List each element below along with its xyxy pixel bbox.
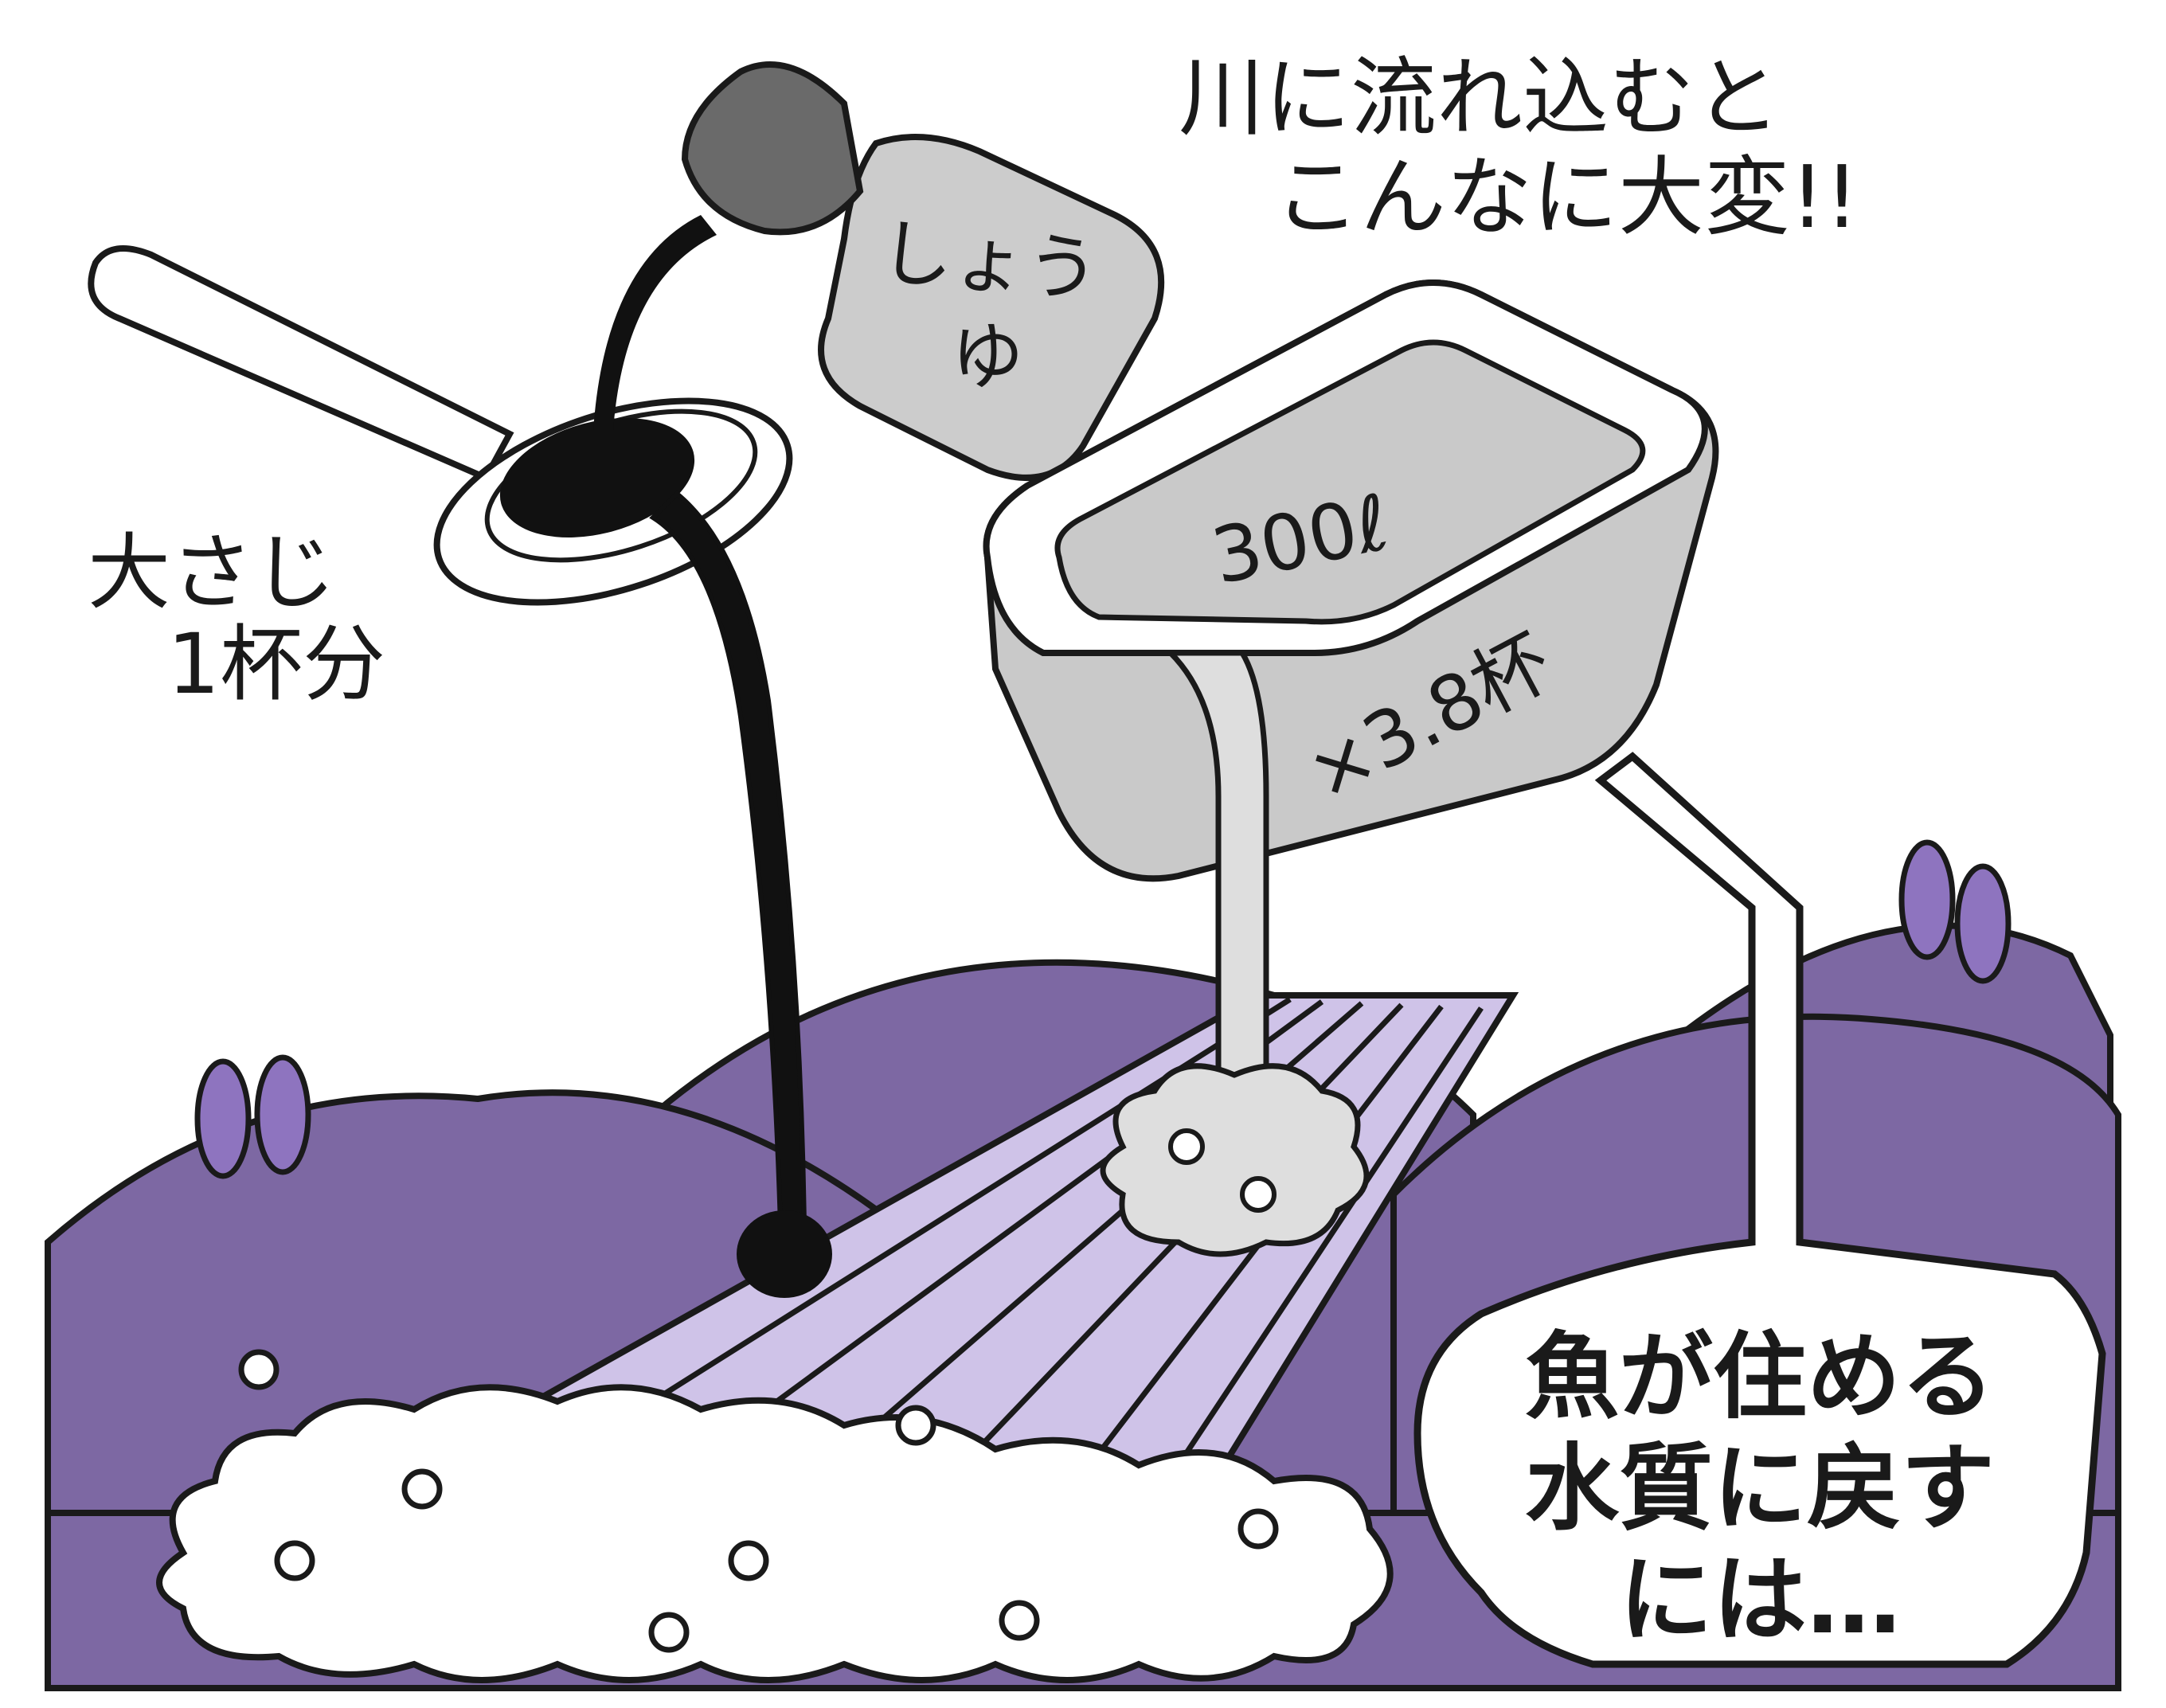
bubble-dot	[895, 1405, 936, 1446]
tree-right-2	[1954, 863, 2012, 984]
bubble-line2: 水質に戻す	[1525, 1433, 1995, 1543]
tree-left-1	[194, 1058, 252, 1179]
spoon-label-line1: 大さじ	[88, 524, 336, 621]
tub-splash	[1100, 1063, 1370, 1257]
bubble-dot	[999, 1600, 1040, 1641]
bottle-body	[818, 134, 1165, 481]
bubble-dot	[401, 1468, 443, 1510]
bubble-line3: には…	[1619, 1545, 1901, 1655]
splash-dot	[1168, 1128, 1205, 1165]
bubble-dot	[274, 1540, 315, 1581]
bubble-dot	[1237, 1508, 1279, 1550]
splash-dot	[1240, 1176, 1277, 1213]
tree-left-2	[254, 1054, 311, 1175]
river-line	[1144, 1006, 1484, 1515]
spoon-label-line2: 1杯分	[167, 616, 385, 713]
foam	[156, 1349, 1394, 1683]
soy-in-spoon	[499, 418, 695, 537]
speech-bubble: 魚が住める 水質に戻す には…	[1413, 752, 2106, 1668]
bubble-dot	[238, 1349, 280, 1390]
bubble-dot	[728, 1540, 769, 1581]
tree-right-1	[1898, 839, 1956, 960]
bottle-cap	[681, 61, 864, 236]
bottle-label-line1: しょう	[877, 209, 1103, 314]
river-line	[937, 1003, 1404, 1491]
soy-bottle: しょう ゆ	[681, 61, 1165, 481]
soy-pour	[593, 215, 717, 430]
bottle-label-line2: ゆ	[951, 315, 1024, 400]
soy-splash	[737, 1210, 832, 1298]
bubble-line1: 魚が住める	[1525, 1322, 1995, 1432]
tub-inner	[1054, 339, 1646, 625]
bathtub: 300ℓ ×3.8杯	[983, 279, 1719, 882]
river-line	[1057, 1004, 1444, 1507]
speech-bubble-shape	[1413, 752, 2106, 1668]
trees	[194, 839, 2012, 1179]
caption-line2: こんなに大変!!	[1274, 148, 1859, 248]
spoon-handle	[88, 245, 514, 483]
foam-cloud	[156, 1384, 1394, 1683]
caption-line1: 川に流れ込むと	[1179, 49, 1781, 148]
bubble-dot	[648, 1612, 690, 1653]
